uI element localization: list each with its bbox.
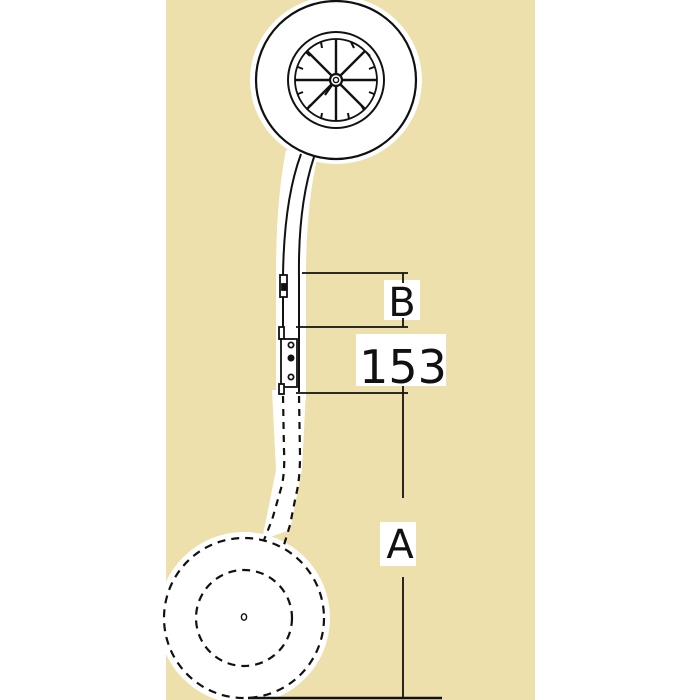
bracket-upper bbox=[279, 274, 288, 298]
upper-tire-outline bbox=[254, 0, 418, 161]
dimension-label-b: B bbox=[388, 280, 415, 326]
stem-left-edge bbox=[282, 153, 302, 392]
dimension-lines bbox=[248, 272, 442, 700]
upper-hub-bore bbox=[332, 76, 340, 84]
lower-tire-outline bbox=[162, 536, 326, 700]
bracket-lower bbox=[278, 326, 298, 395]
upper-wheel bbox=[254, 0, 418, 161]
support-stem bbox=[282, 153, 315, 392]
upper-rim-outer bbox=[287, 31, 385, 129]
upper-valve-stem bbox=[324, 84, 333, 96]
lower-wheel bbox=[162, 536, 326, 700]
dashed-stem bbox=[262, 395, 302, 546]
upper-rim-studs bbox=[297, 41, 375, 120]
stem-right-edge bbox=[297, 156, 315, 392]
upper-hub bbox=[328, 72, 344, 88]
lower-rim-outline bbox=[194, 568, 294, 668]
dimension-label-153: 153 bbox=[359, 340, 447, 394]
dimension-label-a: A bbox=[386, 522, 414, 568]
lower-hub bbox=[240, 613, 248, 621]
